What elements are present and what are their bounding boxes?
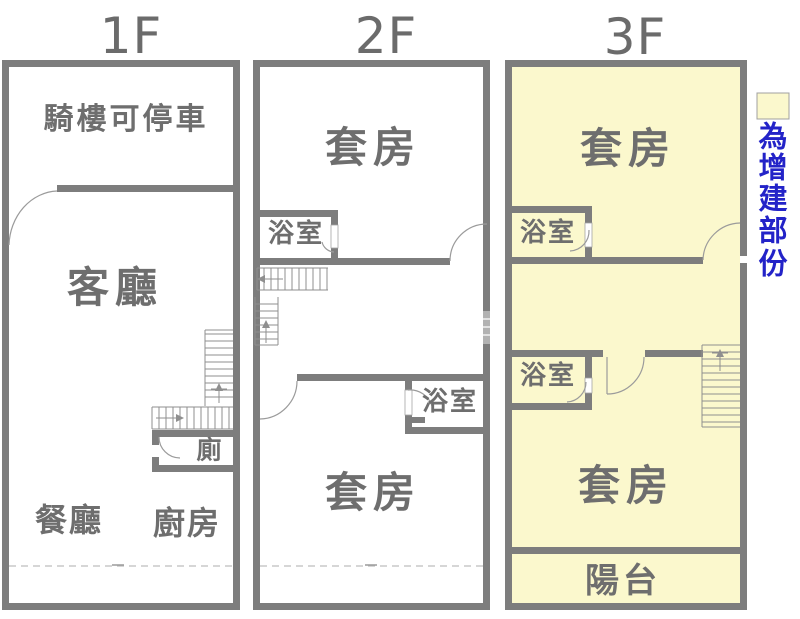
floor-1f-door-arcs: [8, 190, 181, 459]
addition-highlight-fill: [507, 62, 744, 606]
floor-1f-stair-arrowheads: [176, 383, 223, 422]
legend-char-5: 份: [758, 246, 788, 281]
door-arc: [8, 190, 58, 246]
door-arc: [158, 436, 181, 459]
door-arc: [702, 222, 741, 261]
floor-1f-plan: [2, 60, 240, 610]
floor-3f-stair-arrowheads: [716, 349, 724, 357]
door-arc: [321, 241, 335, 253]
room-label-dining-room: 餐廳: [34, 501, 104, 539]
floor-3f-door-arcs: [566, 222, 741, 403]
floor-2f-door-openings: [330, 224, 413, 416]
floor-2f-staircase: [254, 267, 328, 346]
floor-2f-door-arcs: [259, 223, 488, 420]
floor-3f-walls: [505, 60, 747, 610]
room-label-bathroom-lower-3f: 浴室: [519, 361, 577, 391]
floor-2f-stair-arrowheads: [257, 275, 270, 328]
legend-char-1: 為: [758, 119, 788, 154]
room-label-suite-upper-3f: 套房: [579, 124, 677, 173]
door-arc: [259, 380, 298, 420]
floor-title-1f: 1F: [99, 7, 163, 65]
room-label-suite-upper-2f: 套房: [324, 123, 422, 172]
window-marker: [483, 311, 490, 344]
floor-1f-walls: [2, 60, 240, 610]
room-label-suite-lower-2f: 套房: [324, 468, 422, 517]
door-leaf-and-arc: [606, 356, 645, 395]
floor-1f-staircase: [151, 329, 233, 430]
door-arc: [449, 223, 488, 262]
legend-char-4: 部: [758, 213, 788, 248]
floor-title-2f: 2F: [354, 7, 418, 65]
room-label-bathroom-upper-2f: 浴室: [267, 219, 325, 249]
room-label-suite-lower-3f: 套房: [577, 461, 675, 510]
room-label-bathroom-upper-3f: 浴室: [519, 218, 577, 248]
room-label-bathroom-lower-2f: 浴室: [421, 387, 479, 417]
floor-title-3f: 3F: [603, 8, 667, 66]
legend-char-2: 增: [758, 150, 788, 185]
room-label-kitchen: 廚房: [152, 504, 222, 542]
room-label-arcade-parking: 騎樓可停車: [43, 102, 209, 137]
legend-swatch: [756, 92, 790, 120]
door-arc: [569, 229, 590, 252]
room-label-balcony: 陽台: [585, 561, 661, 601]
floor-2f-plan: [253, 60, 490, 610]
legend-char-3: 建: [758, 181, 788, 216]
floor-3f-plan: [505, 60, 747, 610]
door-arc: [407, 389, 433, 407]
door-arc: [566, 381, 587, 403]
room-label-living-room: 客廳: [66, 263, 164, 312]
wall-notch: [740, 256, 747, 263]
room-label-toilet: 廁: [196, 435, 222, 465]
